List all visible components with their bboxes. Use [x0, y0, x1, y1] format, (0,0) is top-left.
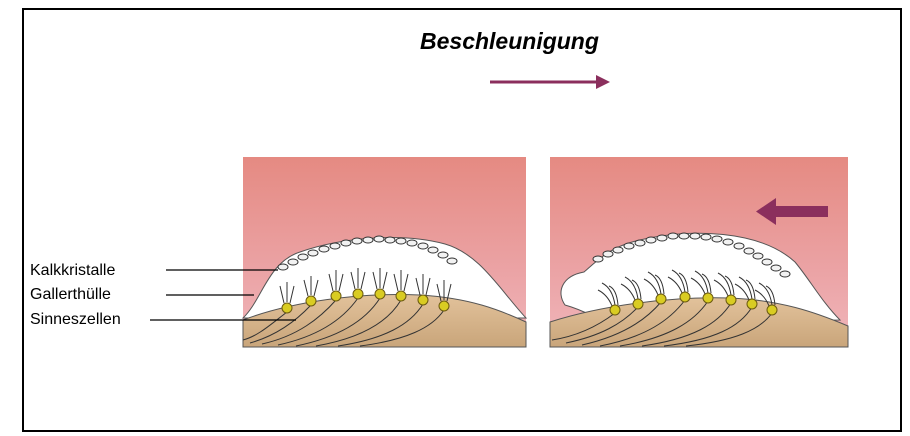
panel-rest: [243, 157, 526, 347]
acceleration-arrow: [490, 75, 610, 89]
panel-accelerated: [550, 157, 848, 347]
